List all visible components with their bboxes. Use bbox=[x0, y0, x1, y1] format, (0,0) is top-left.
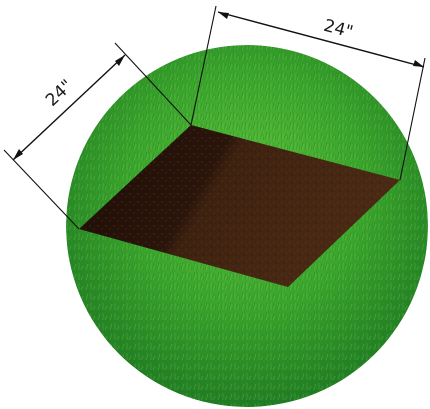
right-extension-right bbox=[399, 57, 426, 181]
right-arrow-left bbox=[218, 12, 229, 19]
left-arrow-bottom bbox=[13, 149, 23, 160]
left-dimension-line bbox=[12, 54, 126, 161]
right-arrow-right bbox=[413, 60, 424, 67]
left-arrow-top bbox=[115, 55, 125, 66]
left-extension-bottom bbox=[3, 149, 80, 230]
right-dimension-label: 24" bbox=[321, 16, 355, 43]
soil-patch bbox=[79, 125, 400, 287]
right-extension-left bbox=[190, 5, 217, 126]
left-extension-top bbox=[114, 42, 192, 126]
right-dimension-line bbox=[217, 11, 425, 68]
